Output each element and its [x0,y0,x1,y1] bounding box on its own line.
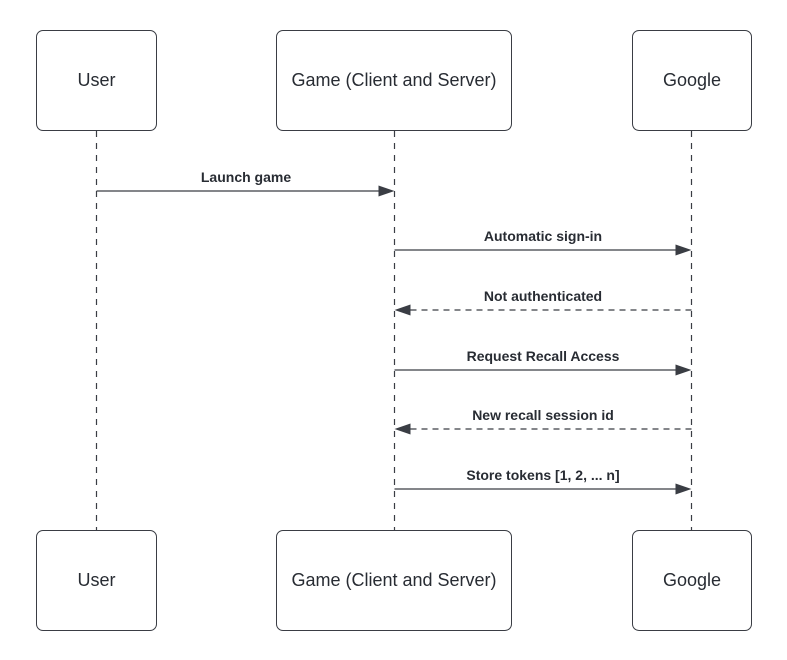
message-label-automatic-sign-in: Automatic sign-in [483,228,603,244]
participant-game-top: Game (Client and Server) [276,30,512,131]
participant-user-top: User [36,30,157,131]
participant-user-label: User [77,70,116,90]
message-arrow-5 [394,423,692,435]
participant-game-bottom: Game (Client and Server) [276,530,512,631]
message-label-request-recall-access: Request Recall Access [466,348,620,364]
message-label-new-recall-session-id: New recall session id [472,407,614,423]
participant-google-label: Google [662,570,722,590]
arrowhead-icon [378,185,395,197]
arrowhead-icon [675,244,692,256]
participant-user-bottom: User [36,530,157,631]
participant-google-label: Google [662,70,722,90]
arrowhead-icon [675,364,692,376]
participant-google-bottom: Google [632,530,752,631]
participant-game-label: Game (Client and Server) [291,70,497,90]
arrowhead-icon [675,483,692,495]
message-label-store-tokens: Store tokens [1, 2, ... n] [466,467,620,483]
participant-game-label: Game (Client and Server) [291,570,497,590]
message-arrow-6 [394,483,692,495]
arrowhead-icon [394,423,411,435]
message-arrow-3 [394,304,692,316]
participant-user-label: User [77,570,116,590]
message-arrow-2 [394,244,692,256]
message-label-not-authenticated: Not authenticated [483,288,603,304]
message-label-launch-game: Launch game [200,169,292,185]
message-arrow-4 [394,364,692,376]
participant-google-top: Google [632,30,752,131]
message-arrows [96,185,692,495]
arrowhead-icon [394,304,411,316]
message-arrow-1 [96,185,395,197]
